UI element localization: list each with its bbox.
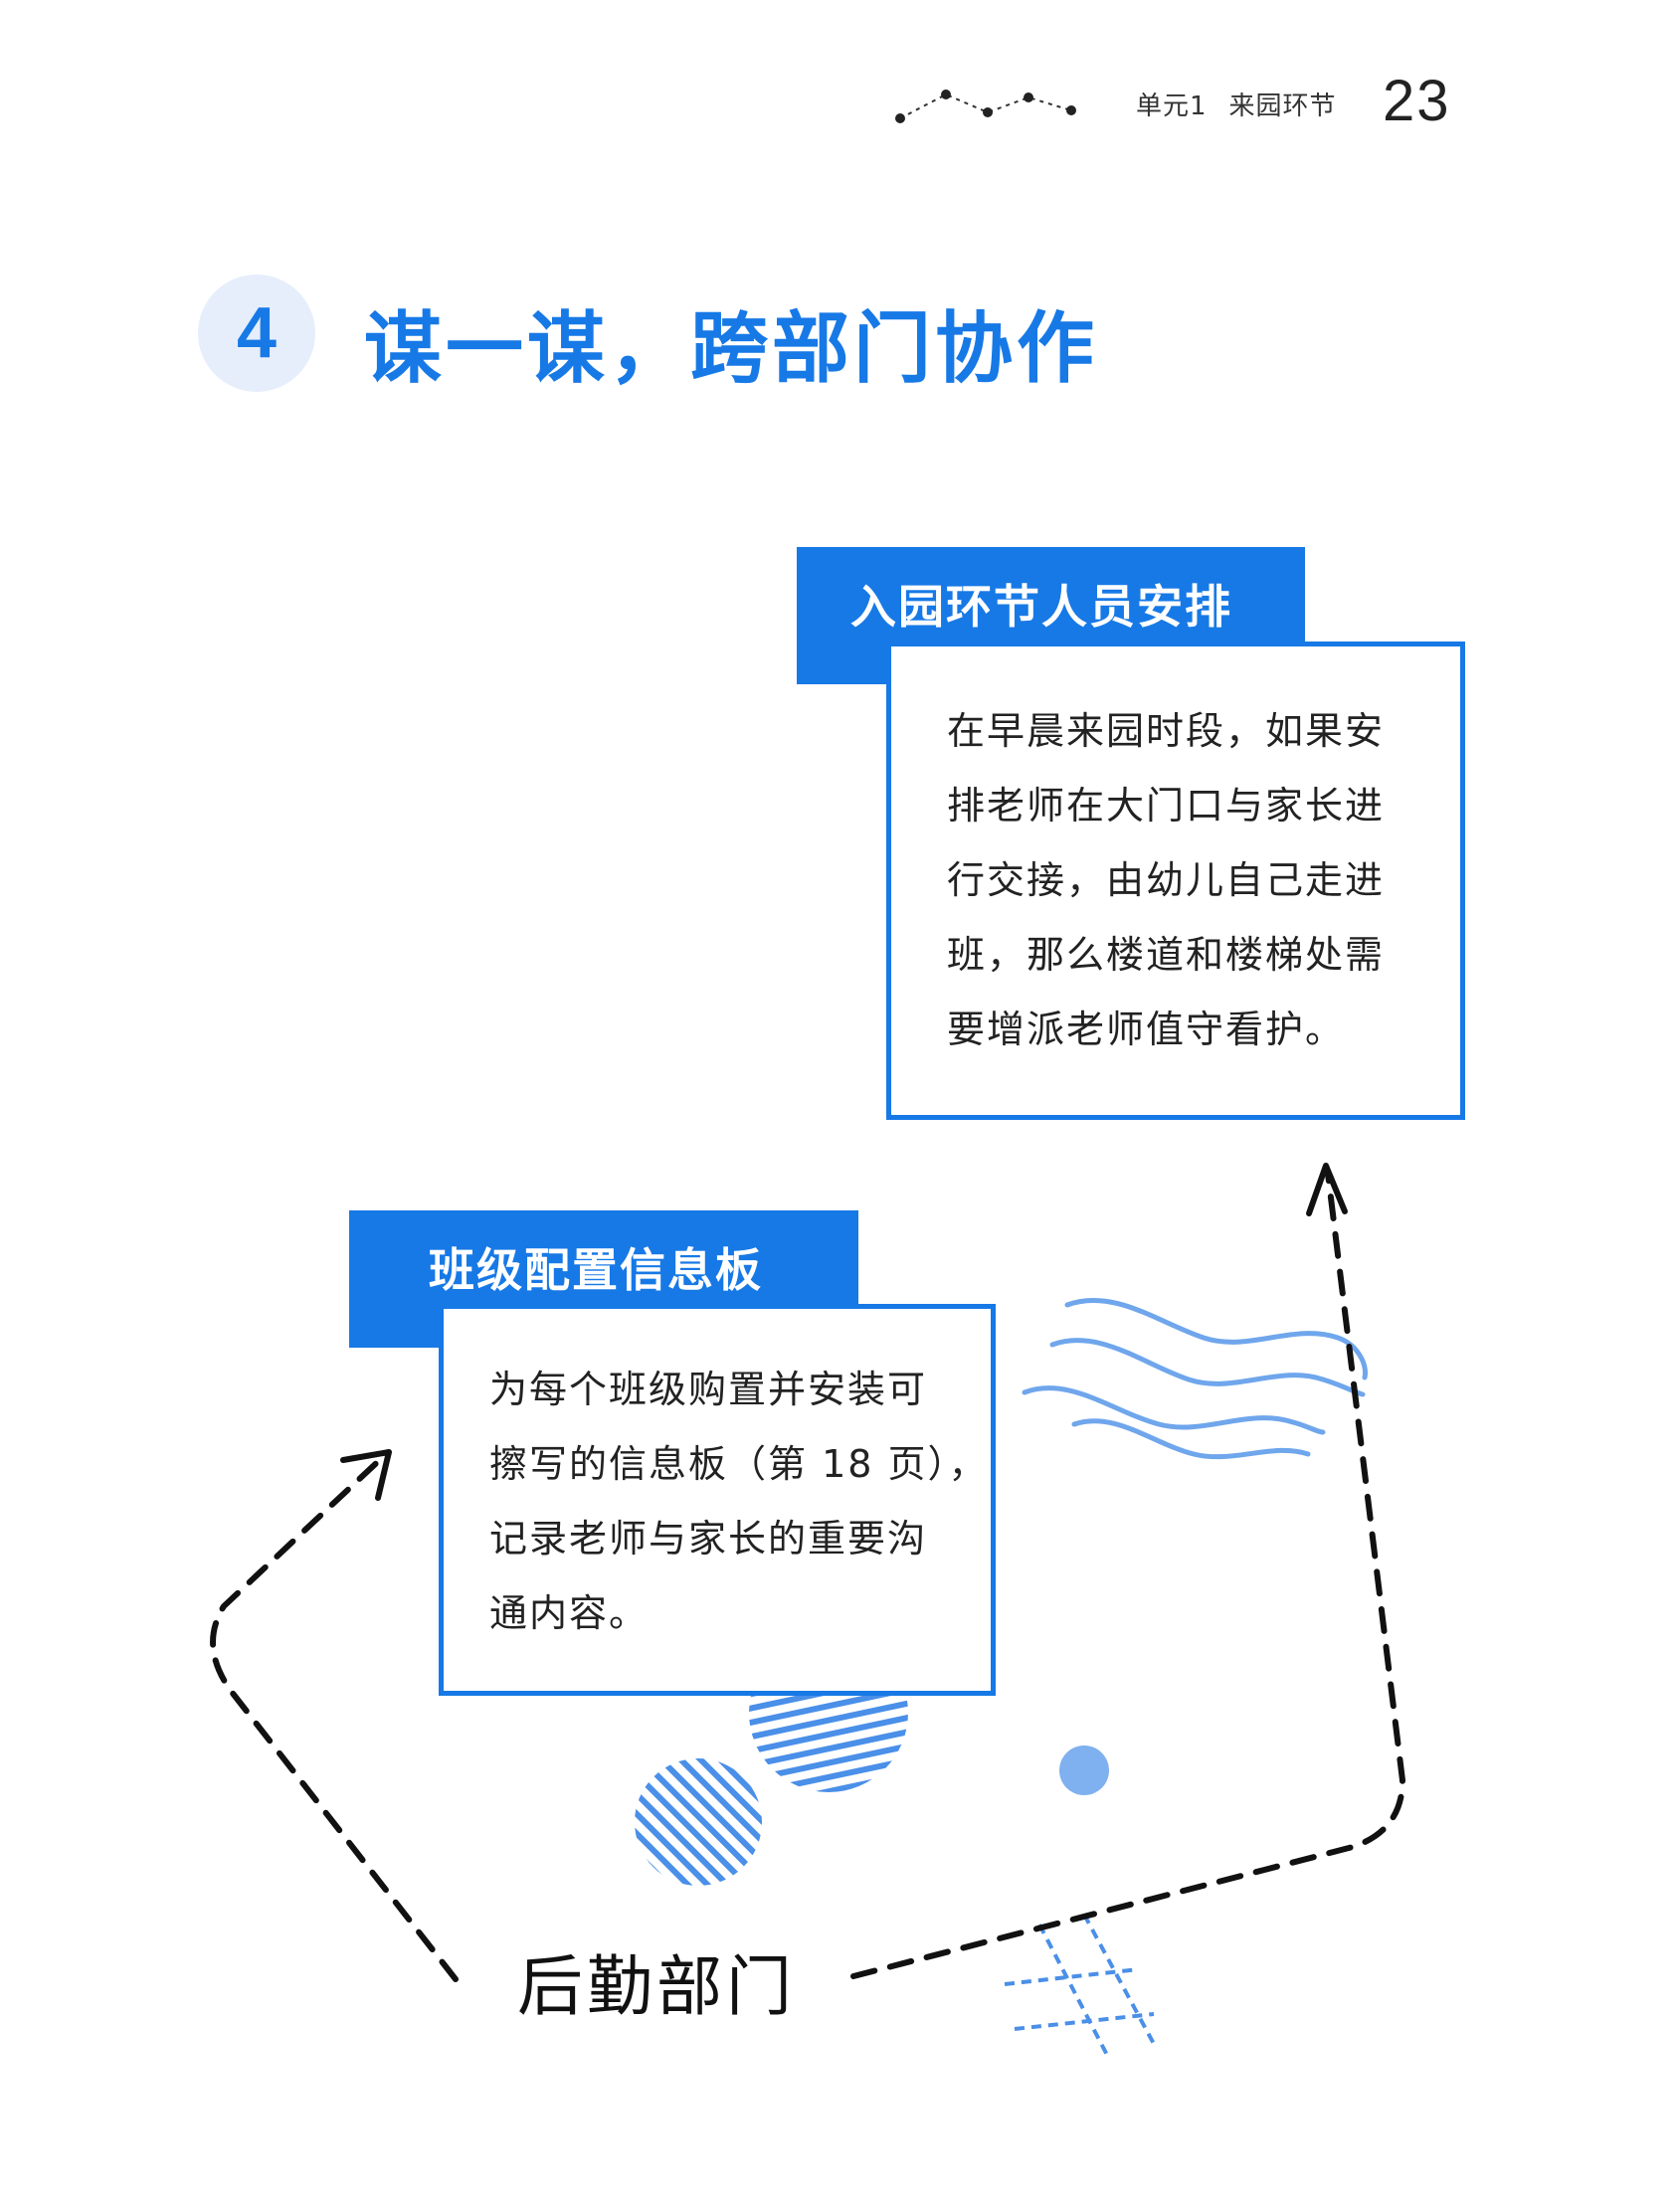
header-constellation-icon <box>895 90 1076 123</box>
arrangement-card: 在早晨来园时段，如果安 排老师在大门口与家长进 行交接，由幼儿自己走进 班，那么… <box>886 642 1465 1120</box>
section-title: 谋一谋，跨部门协作 <box>364 304 1099 394</box>
unit-title: 来园环节 <box>1228 92 1337 121</box>
board-tab: 班级配置信息板 <box>349 1210 858 1348</box>
board-line: 为每个班级购置并安装可 <box>489 1368 928 1411</box>
arrangement-tab: 入园环节人员安排 <box>797 547 1305 684</box>
unit-label: 单元1 <box>1136 92 1208 121</box>
arrangement-line: 排老师在大门口与家长进 <box>947 784 1386 827</box>
board-line: 通内容。 <box>489 1591 650 1635</box>
hash-grid <box>1004 1914 1156 2060</box>
page-number: 23 <box>1383 69 1451 133</box>
arrangement-tab-label: 入园环节人员安排 <box>850 580 1232 634</box>
blue-dot <box>1059 1745 1109 1795</box>
section-number-badge: 4 <box>198 275 315 392</box>
arrangement-line: 在早晨来园时段，如果安 <box>947 709 1386 753</box>
striped-circle-small <box>635 1758 762 1886</box>
wave-lines <box>1022 1298 1369 1460</box>
arrangement-line: 班，那么楼道和楼梯处需 <box>947 933 1386 977</box>
board-card: 为每个班级购置并安装可 擦写的信息板（第 18 页）， 记录老师与家长的重要沟 … <box>439 1304 996 1696</box>
board-tab-label: 班级配置信息板 <box>429 1243 763 1297</box>
department-label: 后勤部门 <box>517 1948 796 2025</box>
arrangement-line: 要增派老师值守看护。 <box>947 1008 1346 1051</box>
board-line: 记录老师与家长的重要沟 <box>489 1517 928 1561</box>
board-line: 擦写的信息板（第 18 页）， <box>489 1442 989 1486</box>
arrangement-line: 行交接，由幼儿自己走进 <box>947 858 1386 902</box>
running-header: 单元1 来园环节 <box>1136 86 1359 122</box>
dashed-arrow-left <box>210 1449 459 1982</box>
